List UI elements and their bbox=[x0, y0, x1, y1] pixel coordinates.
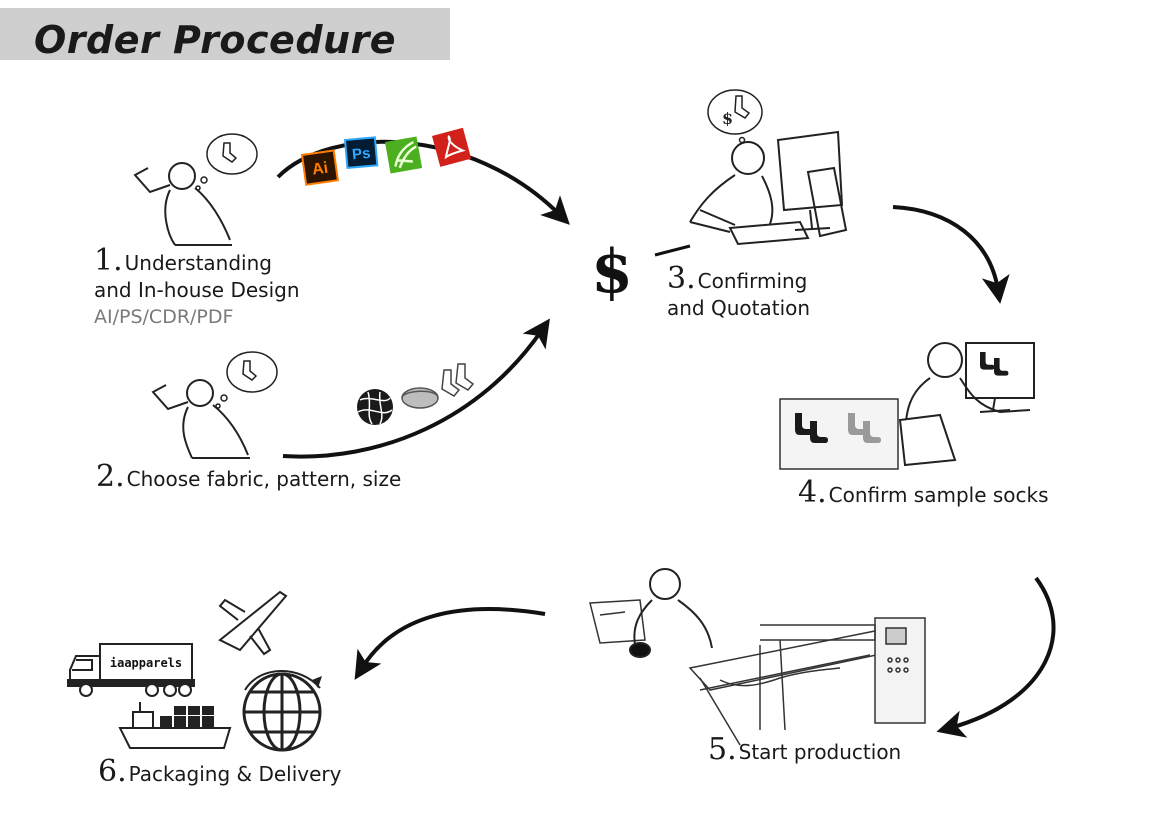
step-5-line1: Start production bbox=[738, 740, 902, 764]
sample-sheet-icon bbox=[779, 398, 899, 470]
ps-badge-icon: Ps bbox=[343, 136, 379, 169]
svg-text:Ps: Ps bbox=[351, 145, 371, 164]
person-thinking-icon bbox=[133, 162, 232, 246]
step-3-line1: Confirming bbox=[697, 269, 808, 293]
arrow-4-to-5 bbox=[936, 576, 1056, 738]
step-3-number: 3. bbox=[667, 261, 696, 296]
sewing-machine-icon bbox=[589, 599, 646, 644]
svg-text:iaapparels: iaapparels bbox=[110, 656, 182, 670]
yarn-icon bbox=[357, 389, 393, 425]
price-thought-icon: $ bbox=[707, 89, 763, 144]
ship-icon bbox=[118, 702, 232, 749]
person-at-monitor-icon bbox=[898, 342, 1031, 467]
arrow-3-to-4 bbox=[892, 205, 1010, 304]
step-4-number: 4. bbox=[798, 475, 827, 510]
step-6-line1: Packaging & Delivery bbox=[128, 762, 342, 786]
ai-badge-icon: Ai bbox=[300, 149, 339, 186]
computer-icon bbox=[728, 130, 848, 246]
step-1-number: 1. bbox=[94, 243, 123, 278]
step-1-line2: and In-house Design bbox=[94, 278, 300, 302]
step-5-number: 5. bbox=[708, 732, 737, 767]
step-2-number: 2. bbox=[96, 459, 125, 494]
airplane-icon bbox=[218, 590, 288, 656]
step-2-label: 2.Choose fabric, pattern, size bbox=[96, 462, 402, 493]
person-thinking-icon-2 bbox=[151, 379, 250, 459]
title-bar: Order Procedure bbox=[0, 8, 450, 62]
fabric-roll-icon bbox=[401, 387, 439, 409]
svg-text:Ai: Ai bbox=[311, 160, 329, 179]
coreldraw-badge-icon bbox=[385, 136, 423, 174]
step-6-number: 6. bbox=[98, 754, 127, 789]
step-6-label: 6.Packaging & Delivery bbox=[98, 757, 342, 788]
truck-icon: iaapparels bbox=[67, 643, 195, 697]
step-4-line1: Confirm sample socks bbox=[828, 483, 1049, 507]
arrow-dollar-to-3 bbox=[654, 244, 691, 257]
step-3-line2: and Quotation bbox=[667, 296, 811, 320]
socks-icon bbox=[441, 363, 475, 397]
arrow-2-to-3 bbox=[282, 318, 550, 459]
pdf-badge-icon bbox=[432, 127, 472, 167]
sock-thought-icon-2 bbox=[215, 351, 278, 409]
dollar-icon: $ bbox=[591, 237, 633, 307]
step-1-formats: AI/PS/CDR/PDF bbox=[94, 306, 234, 328]
step-3-label: 3.Confirming and Quotation bbox=[667, 264, 811, 322]
step-2-line1: Choose fabric, pattern, size bbox=[126, 467, 402, 491]
knitting-machine-icon bbox=[688, 617, 926, 746]
worker-icon bbox=[629, 568, 713, 658]
step-1-line1: Understanding bbox=[124, 251, 272, 275]
step-5-label: 5.Start production bbox=[708, 735, 902, 766]
globe-icon bbox=[242, 670, 322, 752]
monitor-icon bbox=[965, 342, 1035, 413]
step-4-label: 4.Confirm sample socks bbox=[798, 478, 1049, 509]
arrow-5-to-6 bbox=[354, 607, 546, 680]
person-at-computer-icon bbox=[689, 141, 774, 233]
page-title: Order Procedure bbox=[34, 18, 397, 62]
sock-thought-icon bbox=[195, 133, 258, 191]
step-1-label: 1.Understanding and In-house Design AI/P… bbox=[94, 246, 300, 331]
svg-text:$: $ bbox=[722, 109, 733, 128]
